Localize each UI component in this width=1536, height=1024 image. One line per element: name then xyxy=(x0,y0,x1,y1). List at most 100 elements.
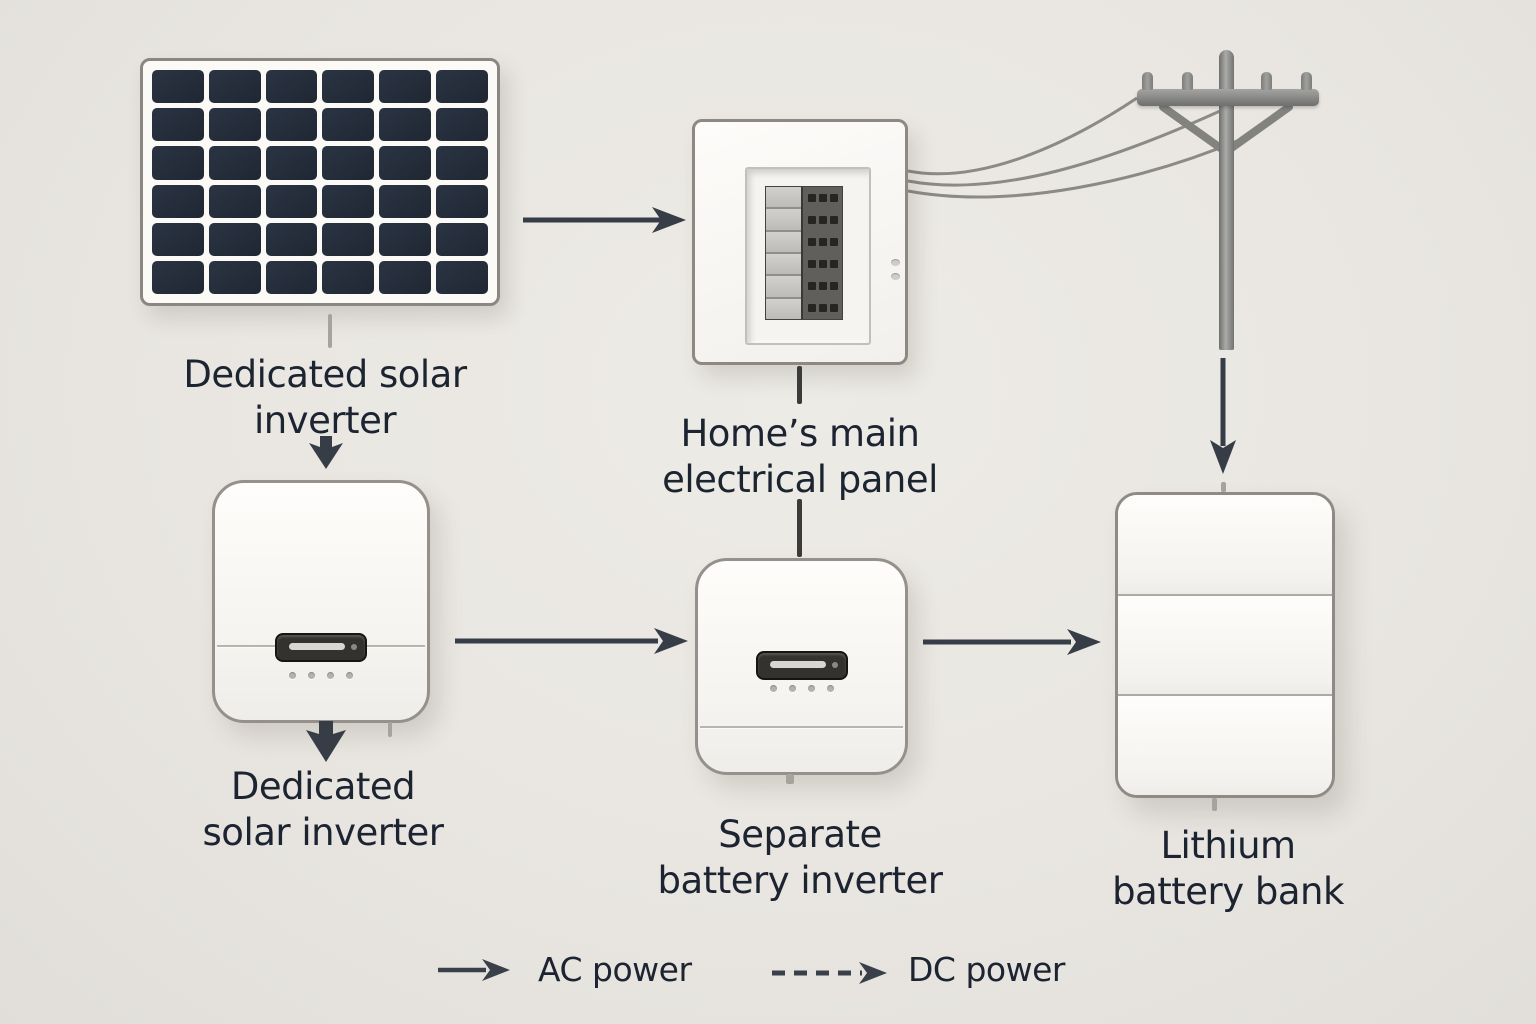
solar-cell xyxy=(265,146,318,180)
status-led xyxy=(327,672,334,679)
solar-panel-cells xyxy=(152,70,488,294)
service-wire xyxy=(907,137,1243,199)
solar-cell xyxy=(379,222,432,256)
label-battery-inverter: Separate battery inverter xyxy=(657,813,943,902)
breaker-terminal xyxy=(818,216,827,224)
solar-cell xyxy=(265,108,318,142)
solar-cell xyxy=(322,184,375,218)
arrow-solar-inverter-to-battery-inverter xyxy=(455,628,688,654)
arrow-solar-panel-to-electrical-panel xyxy=(523,207,686,233)
arrow-head xyxy=(482,959,510,981)
solar-cell xyxy=(436,260,488,294)
solar-cell xyxy=(379,70,432,104)
breaker-terminal-row xyxy=(803,253,842,275)
breaker-switch xyxy=(766,187,802,210)
breaker-terminal xyxy=(829,260,838,268)
solar-cell xyxy=(152,146,204,180)
solar-cell xyxy=(208,222,261,256)
battery-inverter-device xyxy=(695,558,908,775)
solar-cell xyxy=(436,222,488,256)
battery-module xyxy=(1118,694,1332,795)
status-led xyxy=(308,672,315,679)
breaker-terminal xyxy=(818,282,827,290)
breaker-switch xyxy=(766,298,802,319)
breaker-terminal xyxy=(807,194,816,202)
breaker-terminal xyxy=(829,238,838,246)
battery-bank-bottom-stub xyxy=(1212,798,1217,811)
breaker-terminal xyxy=(807,282,816,290)
battery-inverter-mount-stub xyxy=(786,774,794,784)
battery-bank-device xyxy=(1115,492,1335,798)
breaker-column-left xyxy=(766,187,802,319)
solar-cell xyxy=(379,108,432,142)
solar-cell xyxy=(436,108,488,142)
solar-panel-drop-line xyxy=(328,314,332,348)
utility-pole xyxy=(1219,50,1234,350)
breaker-terminal-row xyxy=(803,209,842,231)
breaker-terminal xyxy=(807,260,816,268)
arrow-head xyxy=(1067,629,1101,655)
solar-cell xyxy=(322,222,375,256)
solar-cell xyxy=(379,146,432,180)
arrow-head xyxy=(306,721,346,762)
solar-cell xyxy=(265,70,318,104)
solar-cell xyxy=(265,222,318,256)
solar-cell xyxy=(152,108,204,142)
display-slot xyxy=(769,661,826,668)
legend-ac-arrow-icon xyxy=(438,959,510,981)
solar-cell xyxy=(152,184,204,218)
legend-ac-label: AC power xyxy=(538,950,692,989)
solar-inverter-leds xyxy=(289,672,353,679)
breaker-terminal xyxy=(818,238,827,246)
breaker-terminal xyxy=(818,260,827,268)
breaker-switch xyxy=(766,231,802,254)
breaker-terminal xyxy=(807,304,816,312)
battery-module xyxy=(1118,593,1332,695)
pole-insulator xyxy=(1301,72,1312,90)
arrow-solar-inverter-down xyxy=(306,721,346,762)
service-wire xyxy=(907,109,1221,187)
arrow-battery-inverter-to-battery-bank xyxy=(923,629,1101,655)
connector-panel-to-label xyxy=(797,366,802,404)
solar-cell xyxy=(436,146,488,180)
display-slot xyxy=(289,643,345,650)
inverter-display xyxy=(755,651,848,680)
solar-cell xyxy=(265,260,318,294)
display-indicator xyxy=(831,662,838,668)
breaker-terminal-row xyxy=(803,231,842,253)
service-wire xyxy=(907,96,1138,176)
solar-cell xyxy=(322,108,375,142)
solar-cell xyxy=(265,184,318,218)
solar-cell xyxy=(379,184,432,218)
breaker-terminal-row xyxy=(803,297,842,319)
solar-cell xyxy=(152,260,204,294)
grid-service-wires xyxy=(907,96,1243,199)
breaker-switch xyxy=(766,276,802,299)
breaker-terminal-row xyxy=(803,275,842,297)
solar-cell xyxy=(436,70,488,104)
arrow-head xyxy=(654,628,688,654)
solar-cell xyxy=(322,146,375,180)
status-led xyxy=(289,672,296,679)
pole-insulator xyxy=(1142,72,1153,90)
arrow-label-to-solar-inverter xyxy=(309,436,343,469)
breaker-switch xyxy=(766,253,802,277)
arrow-pole-to-battery-bank xyxy=(1210,358,1236,474)
battery-module xyxy=(1118,495,1332,594)
pole-insulator xyxy=(1261,72,1272,90)
battery-inverter-leds xyxy=(769,685,834,692)
utility-pole-crossarm xyxy=(1137,89,1319,106)
breaker-terminal-row xyxy=(803,187,842,209)
solar-inverter-mount-stub xyxy=(388,722,392,737)
status-led xyxy=(807,685,815,692)
electrical-panel-window xyxy=(745,167,871,345)
legend-dc-label: DC power xyxy=(908,950,1065,989)
breaker-terminal xyxy=(818,194,827,202)
connector-label-to-battery-inverter xyxy=(797,499,802,557)
panel-latch-dot xyxy=(891,273,900,280)
solar-cell xyxy=(208,108,261,142)
breaker-terminal xyxy=(818,304,827,312)
breaker-terminal xyxy=(829,216,838,224)
pole-insulator xyxy=(1182,72,1193,90)
